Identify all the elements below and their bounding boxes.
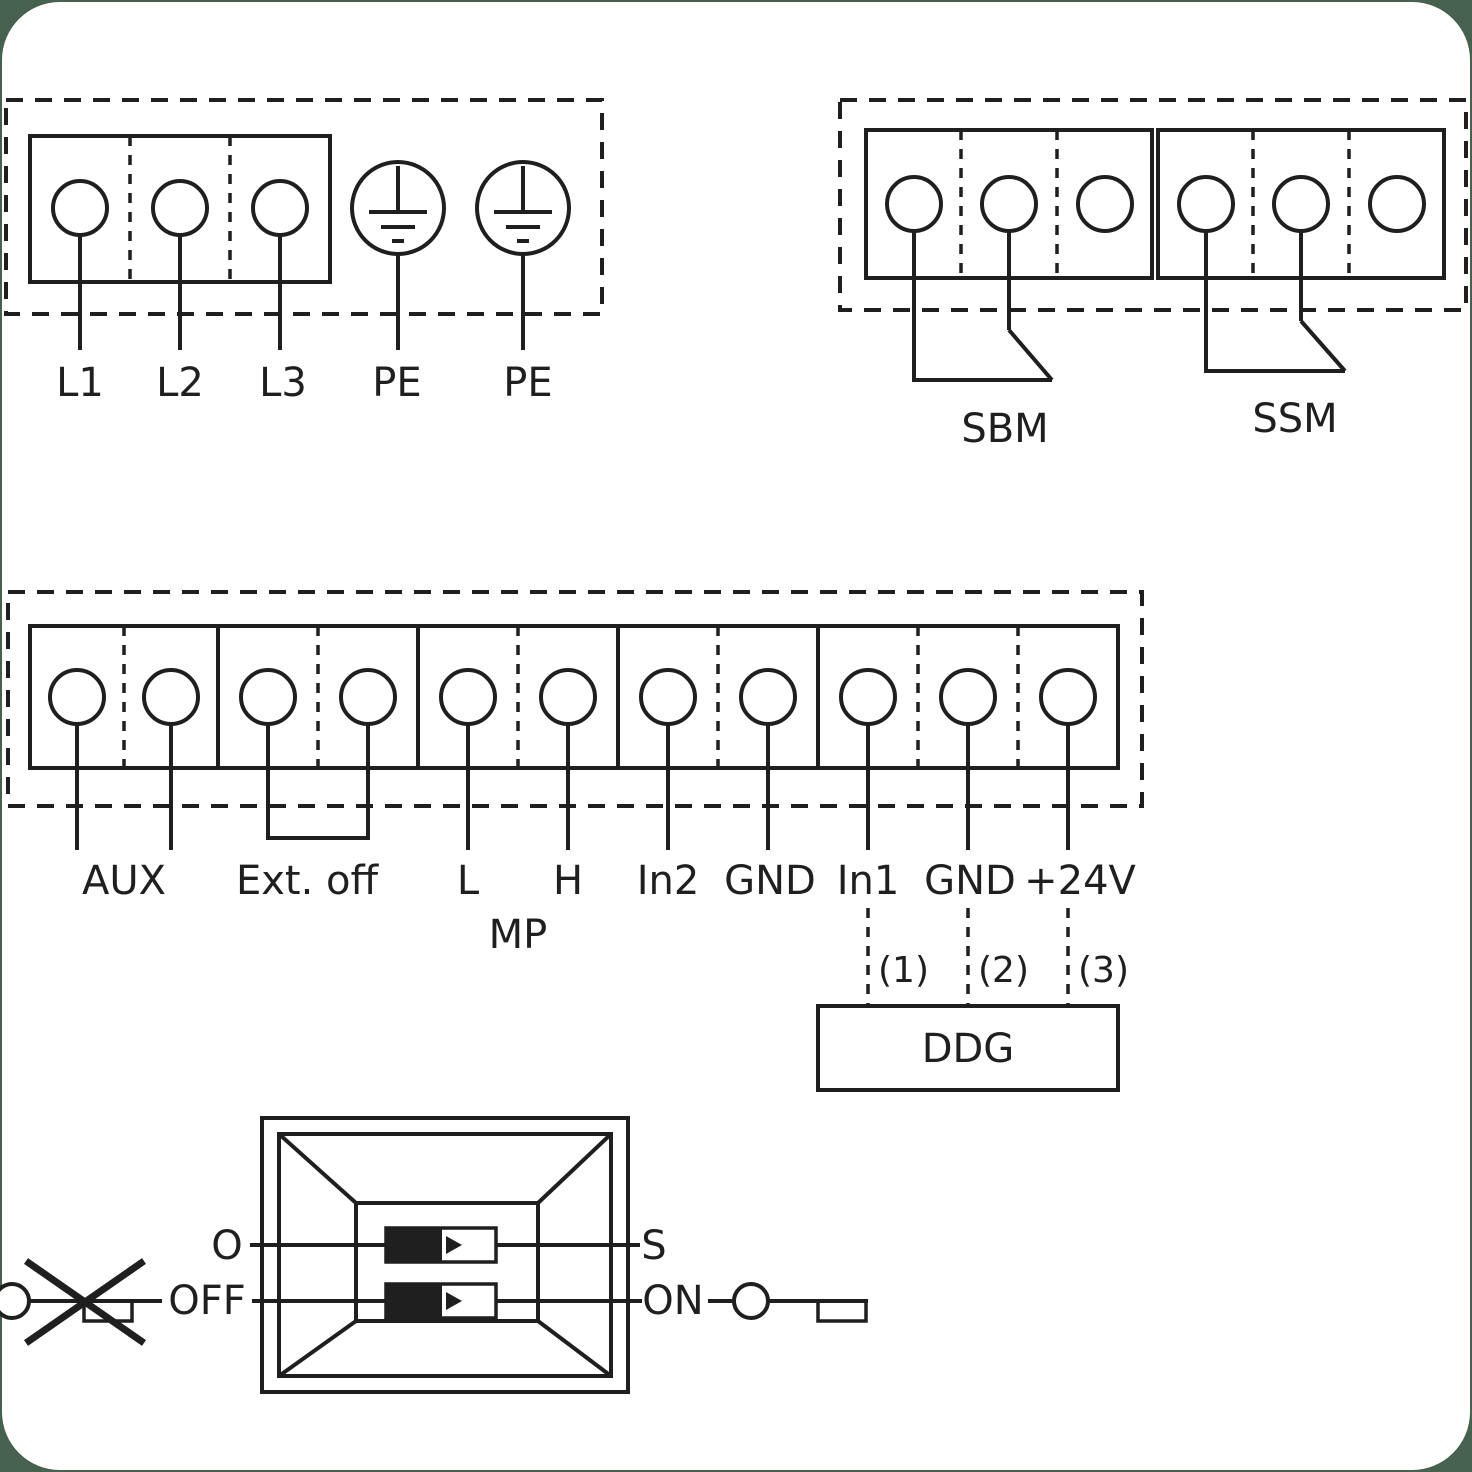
label-on: ON	[642, 1278, 703, 1324]
pe-ground-icon	[350, 160, 446, 350]
terminal-circle	[1368, 175, 1426, 233]
jumper-wire	[266, 724, 370, 840]
bevel-line	[277, 1132, 358, 1205]
key-head	[0, 1282, 31, 1320]
terminal-circle	[1076, 175, 1134, 233]
crossed-key-icon	[0, 1258, 146, 1346]
label-pe-2: PE	[503, 360, 552, 406]
wire	[1204, 231, 1345, 373]
terminal-circle	[1039, 668, 1097, 726]
terminal-circle	[48, 668, 106, 726]
pe-ground-icon	[475, 160, 571, 350]
pin-label-2: (2)	[978, 950, 1029, 991]
switch-notch	[446, 1236, 462, 1254]
terminal-circle	[639, 668, 697, 726]
bevel-line	[536, 1132, 613, 1205]
ddg-sensor-connection: (1) (2) (3) DDG	[816, 908, 1129, 1092]
control-terminal-block: AUX Ext. off L H In2 GND In1 GND +24V MP	[6, 590, 1144, 958]
label-l3: L3	[259, 360, 307, 406]
label-mp: MP	[489, 912, 548, 958]
terminal-circle	[1177, 175, 1235, 233]
dip-switch-1	[384, 1226, 498, 1264]
label-aux: AUX	[82, 858, 166, 904]
label-in2: In2	[637, 858, 700, 904]
dashed-enclosure	[838, 98, 1468, 312]
terminal-circle	[1272, 175, 1330, 233]
terminal-circle	[239, 668, 297, 726]
label-gnd-1: GND	[724, 858, 816, 904]
label-sbm: SBM	[961, 406, 1048, 452]
bevel-line	[277, 1319, 358, 1378]
terminal-circle	[251, 179, 309, 237]
relay-terminal-block: SBM SSM	[838, 98, 1468, 452]
label-l2: L2	[156, 360, 204, 406]
label-h: H	[553, 858, 583, 904]
terminal-circle	[939, 668, 997, 726]
label-o: O	[211, 1223, 242, 1269]
dip-switch-2	[384, 1282, 498, 1320]
pin-label-3: (3)	[1078, 950, 1129, 991]
terminal-circle	[51, 179, 109, 237]
sbm-contact-symbol	[912, 231, 1054, 382]
contact-blade	[1299, 319, 1347, 373]
ddg-box	[816, 1004, 1120, 1092]
terminal-circle	[980, 175, 1038, 233]
terminal-circle	[151, 179, 209, 237]
contact-blade	[1007, 328, 1054, 382]
terminal-circle	[439, 668, 497, 726]
terminal-circle	[539, 668, 597, 726]
mains-terminal-block: L1 L2 L3 PE PE	[4, 98, 604, 406]
dashed-enclosure	[6, 590, 1144, 808]
switch-slider-black	[386, 1228, 442, 1262]
terminal-circle	[839, 668, 897, 726]
label-24v: +24V	[1024, 858, 1136, 904]
switch-notch	[446, 1292, 462, 1310]
switch-slider-black	[386, 1284, 442, 1318]
label-in1: In1	[837, 858, 900, 904]
dashed-enclosure	[4, 98, 604, 316]
label-ddg: DDG	[922, 1026, 1015, 1072]
module-inner-frame	[277, 1132, 613, 1378]
label-gnd-2: GND	[924, 858, 1016, 904]
label-pe-1: PE	[372, 360, 421, 406]
cross-line	[24, 1258, 146, 1346]
dip-switch-module: O S OFF ON	[0, 1116, 868, 1394]
label-ssm: SSM	[1252, 396, 1337, 442]
terminal-circle	[142, 668, 200, 726]
terminal-circle	[885, 175, 943, 233]
terminal-circle	[739, 668, 797, 726]
ssm-contact-symbol	[1204, 231, 1347, 373]
key-head	[732, 1282, 770, 1320]
bevel-line	[536, 1319, 613, 1378]
ext-off-jumper	[266, 724, 370, 840]
wire	[912, 231, 1052, 382]
pin-label-1: (1)	[878, 950, 929, 991]
label-l1: L1	[56, 360, 104, 406]
module-recess	[354, 1201, 540, 1323]
key-icon	[732, 1282, 868, 1323]
terminal-box	[28, 624, 1120, 770]
module-outer-frame	[260, 1116, 630, 1394]
label-s: S	[641, 1223, 666, 1269]
label-off: OFF	[168, 1278, 246, 1324]
label-l: L	[457, 858, 480, 904]
key-bit	[816, 1299, 868, 1323]
terminal-circle	[339, 668, 397, 726]
label-ext-off: Ext. off	[236, 858, 380, 904]
